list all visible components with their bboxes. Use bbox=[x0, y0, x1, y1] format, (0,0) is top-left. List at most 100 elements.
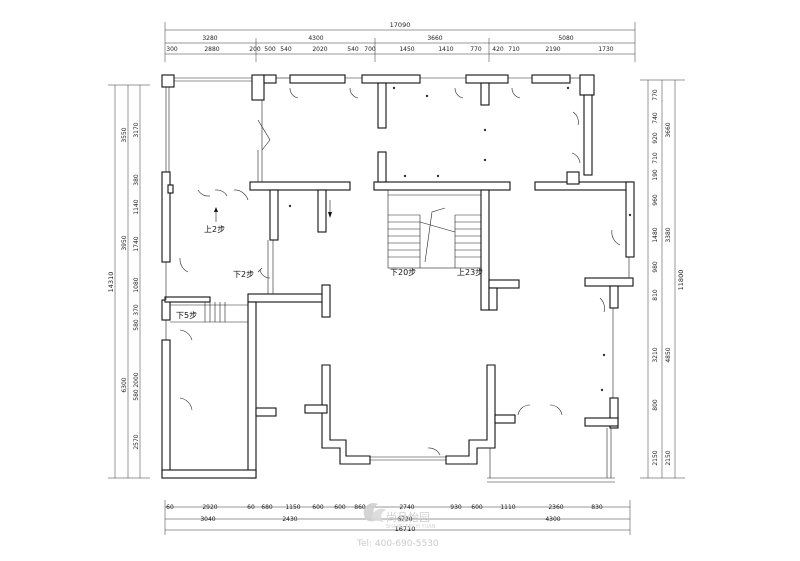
wall-right-mid bbox=[625, 181, 635, 258]
wall-vertical-top-a bbox=[377, 82, 387, 129]
wall-partition-lower bbox=[247, 301, 257, 479]
dim-right-l2-10: 800 bbox=[652, 399, 659, 411]
left-dimension-lines bbox=[108, 84, 150, 479]
wall-bay-left-stub bbox=[304, 404, 328, 414]
stair-direction-line bbox=[424, 207, 446, 263]
dim-right-l1-1: 3380 bbox=[665, 227, 672, 242]
dim-bot-l1-8: 2740 bbox=[399, 504, 414, 511]
wall-left-2 bbox=[161, 299, 171, 321]
wall-right-upper bbox=[583, 94, 593, 176]
dim-top-l2-14: 1730 bbox=[598, 46, 613, 53]
dim-right-l1-0: 3660 bbox=[665, 122, 672, 137]
wall-top-2 bbox=[263, 74, 277, 84]
wall-partition-left bbox=[269, 189, 279, 241]
dim-top-total: 17090 bbox=[390, 21, 411, 29]
dim-right-l2-8: 810 bbox=[652, 289, 659, 301]
dim-top-l2-0: 300 bbox=[166, 46, 178, 53]
right-dimension-lines bbox=[640, 79, 685, 479]
dim-top-l1-2: 3660 bbox=[427, 35, 442, 42]
dim-right-l1-2: 4850 bbox=[665, 347, 672, 362]
top-dimension-lines bbox=[164, 22, 636, 62]
wall-left-step-top bbox=[164, 296, 211, 303]
dim-top-l1-1: 4300 bbox=[308, 35, 323, 42]
dim-bot-l1-0: 60 bbox=[166, 504, 174, 511]
watermark-brand: 尚品怡园 bbox=[386, 510, 430, 524]
wall-vertical-mid-a bbox=[377, 151, 387, 183]
dim-top-l2-12: 710 bbox=[508, 46, 520, 53]
dim-right-l2-0: 770 bbox=[652, 89, 659, 101]
dim-left-l2-6: 580 bbox=[133, 319, 140, 331]
dim-top-l2-10: 770 bbox=[470, 46, 482, 53]
wall-top-4 bbox=[361, 74, 421, 84]
dim-left-l2-9: 2570 bbox=[133, 434, 140, 449]
wall-right-lower bbox=[609, 397, 619, 429]
dim-left-l2-5: 370 bbox=[133, 304, 140, 316]
wall-mid-horizontal-c bbox=[534, 181, 634, 191]
dim-left-l2-8: 580 bbox=[133, 389, 140, 401]
dim-bot-l1-3: 680 bbox=[261, 504, 273, 511]
dim-bot-l2-0: 3040 bbox=[200, 516, 215, 523]
label-down-2-steps: 下2步 bbox=[233, 270, 254, 279]
wall-right-jog bbox=[584, 277, 634, 287]
dim-bot-l1-5: 600 bbox=[312, 504, 324, 511]
wall-bay-left bbox=[321, 364, 371, 465]
watermark: 尚品怡园 SHANG PIN YI YUAN Tel: 400-690-5530 bbox=[356, 502, 439, 549]
wall-partition-lower-stub bbox=[255, 407, 277, 417]
wall-top-1 bbox=[251, 74, 265, 101]
wall-mid-column bbox=[321, 284, 331, 318]
dim-top-l2-8: 1450 bbox=[399, 46, 414, 53]
label-up-23-steps: 上23步 bbox=[457, 268, 483, 277]
dim-bottom-level1-labels: 60 2920 60 680 1150 600 600 860 2740 930… bbox=[166, 504, 603, 511]
wall-stair-right bbox=[480, 189, 490, 311]
dim-top-l2-5: 2020 bbox=[312, 46, 327, 53]
dim-right-l1-3: 2150 bbox=[665, 450, 672, 465]
dim-right-l2-7: 980 bbox=[652, 261, 659, 273]
dim-top-l2-9: 1410 bbox=[438, 46, 453, 53]
step-arrows bbox=[214, 200, 332, 273]
dim-left-l2-7: 2000 bbox=[133, 372, 140, 387]
dim-top-l2-6: 540 bbox=[347, 46, 359, 53]
dim-bot-l1-10: 600 bbox=[471, 504, 483, 511]
arrow-down-icon bbox=[328, 212, 332, 218]
dim-top-l1-3: 5080 bbox=[558, 35, 573, 42]
dim-right-level1-labels: 3660 3380 4850 2150 bbox=[665, 122, 672, 465]
dim-bot-l2-1: 2430 bbox=[282, 516, 297, 523]
dim-bot-l1-13: 830 bbox=[591, 504, 603, 511]
room-labels: 上2步 下2步 下20步 上23步 下5步 bbox=[176, 225, 483, 320]
dim-bot-l2-2: 6720 bbox=[397, 516, 412, 523]
dim-right-level2-labels: 770 740 920 710 190 960 1480 980 810 321… bbox=[652, 89, 659, 466]
wall-right-bottom-stub bbox=[584, 417, 619, 427]
wall-bottom-left bbox=[161, 469, 257, 479]
exterior-walls bbox=[161, 74, 635, 479]
dim-right-total: 11800 bbox=[677, 270, 685, 291]
dim-left-level2-labels: 3170 380 1140 1740 1080 370 580 2000 580… bbox=[133, 122, 140, 449]
dim-left-l1-2: 6300 bbox=[121, 377, 128, 392]
staircase bbox=[387, 189, 482, 269]
dim-top-l1-0: 3280 bbox=[202, 35, 217, 42]
dim-bottom-level2-labels: 3040 2430 6720 4300 bbox=[200, 516, 560, 523]
fixture-dots bbox=[288, 86, 632, 392]
dim-bot-l1-12: 2360 bbox=[548, 504, 563, 511]
brand-logo-icon bbox=[363, 502, 386, 522]
wall-mid-horizontal-b bbox=[373, 181, 511, 191]
wall-mid-horizontal-d bbox=[247, 293, 324, 303]
arrow-up-icon bbox=[214, 207, 218, 212]
dim-left-l2-2: 1140 bbox=[133, 199, 140, 214]
wall-shaft-a bbox=[317, 189, 327, 233]
dim-bot-l1-9: 930 bbox=[450, 504, 462, 511]
wall-stair-right-stub bbox=[488, 287, 498, 311]
bottom-dimension-lines bbox=[164, 500, 631, 535]
wall-left-3 bbox=[161, 339, 171, 476]
dim-top-l2-4: 540 bbox=[280, 46, 292, 53]
dim-left-total: 14310 bbox=[107, 272, 115, 293]
watermark-pinyin: SHANG PIN YI YUAN bbox=[386, 524, 436, 530]
dim-top-level2-labels: 300 2880 200 500 540 2020 540 700 1450 1… bbox=[166, 46, 614, 53]
dim-top-l2-1: 2880 bbox=[204, 46, 219, 53]
wall-bay-right bbox=[445, 364, 496, 465]
dim-bot-l1-11: 1110 bbox=[500, 504, 515, 511]
wall-stub-left bbox=[167, 184, 174, 194]
wall-vertical-top-b bbox=[480, 82, 490, 106]
label-down-5-steps: 下5步 bbox=[176, 311, 197, 320]
